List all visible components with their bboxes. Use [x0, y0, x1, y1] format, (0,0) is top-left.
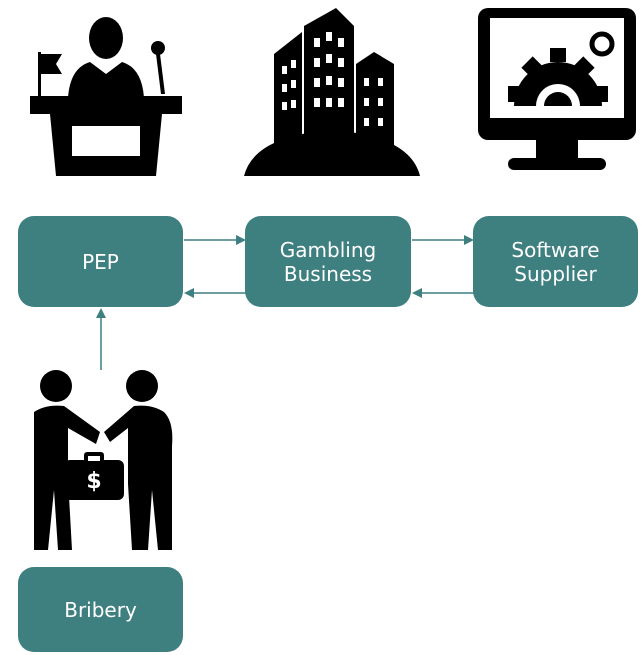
node-software-supplier-label: Software Supplier	[511, 237, 600, 286]
handshake-bribe-icon: $	[34, 370, 173, 550]
node-gambling-business-label: Gambling Business	[279, 237, 377, 286]
politician-podium-icon	[30, 17, 182, 176]
node-pep-label: PEP	[82, 249, 119, 274]
city-buildings-icon	[244, 8, 420, 176]
node-gambling-business: Gambling Business	[245, 216, 411, 307]
svg-text:$: $	[86, 469, 101, 494]
node-software-supplier: Software Supplier	[473, 216, 638, 307]
computer-gear-icon	[478, 8, 636, 170]
node-bribery-label: Bribery	[64, 597, 137, 622]
node-pep: PEP	[18, 216, 183, 307]
node-bribery: Bribery	[18, 567, 183, 652]
